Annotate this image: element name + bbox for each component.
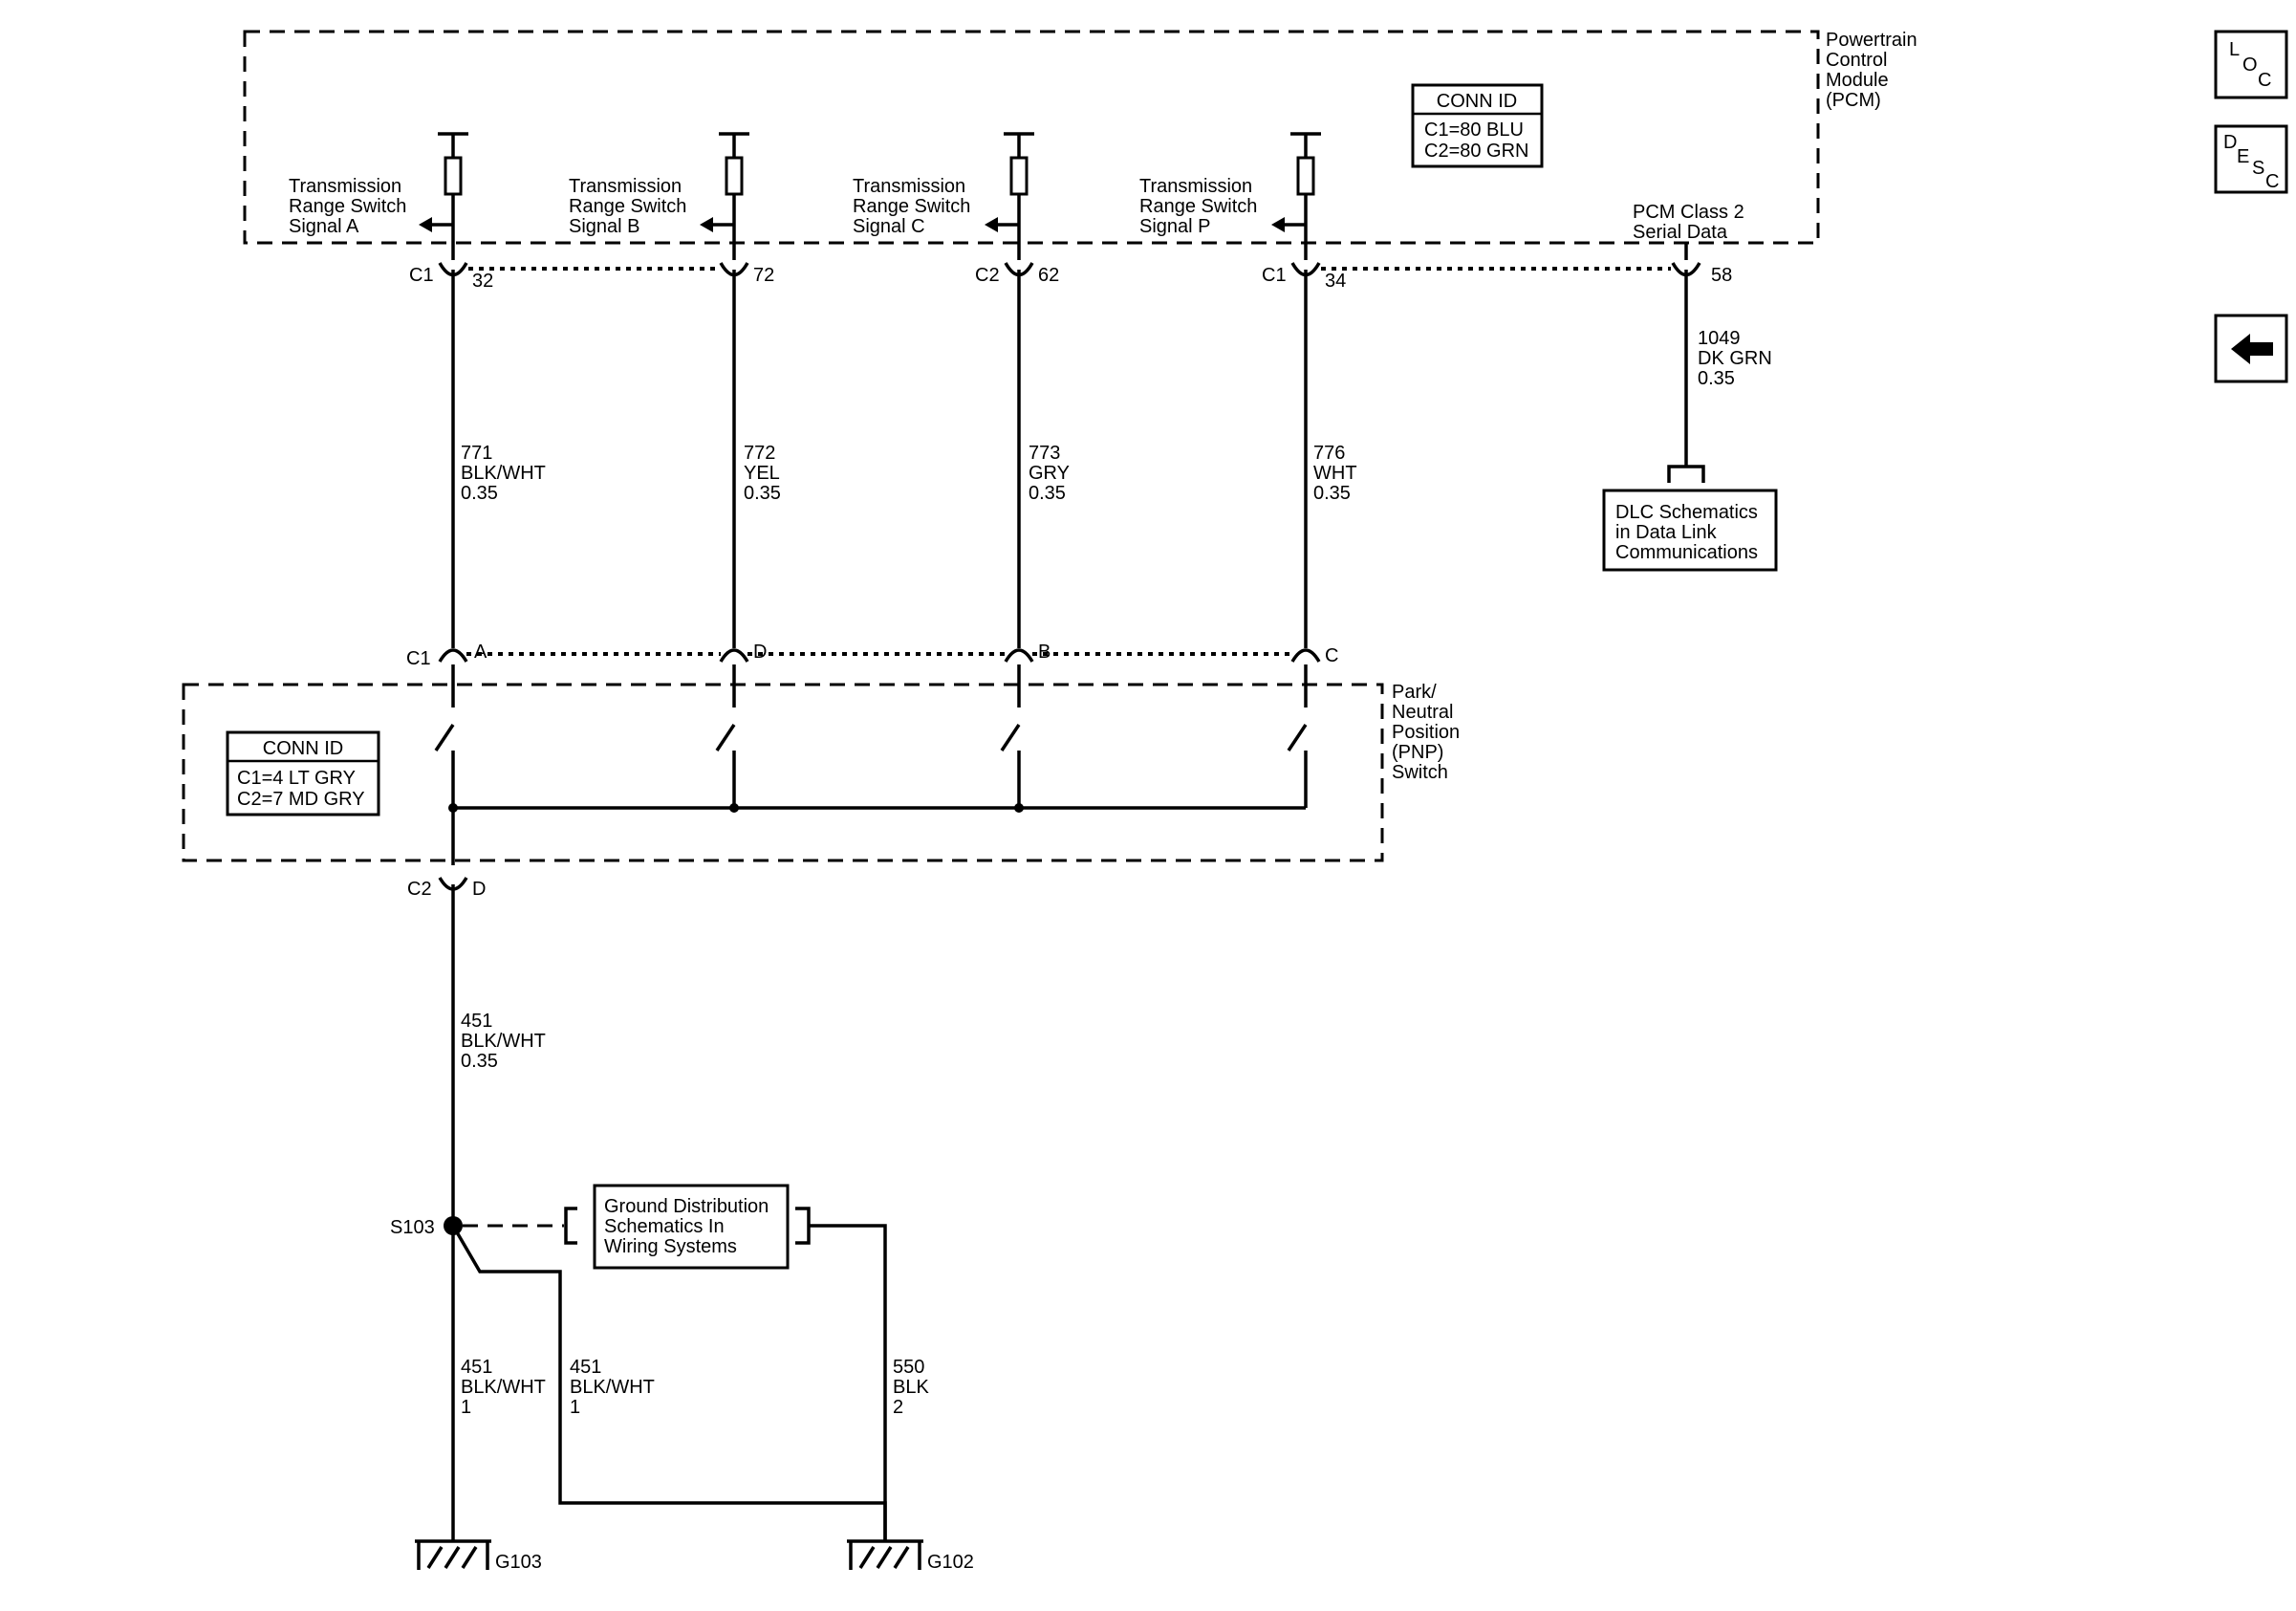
svg-text:D: D — [2223, 132, 2237, 153]
svg-text:E: E — [2237, 146, 2249, 167]
pnp-boundary — [182, 683, 1384, 862]
branch-2-label: 451 BLK/WHT 1 — [570, 1357, 660, 1418]
pnp-label: Park/ Neutral Position (PNP) Switch — [1392, 682, 1465, 783]
pcm-conn-id-c2: C2=80 GRN — [1424, 141, 1529, 162]
signal-c-conn: C2 — [975, 265, 1000, 286]
circuit-1049-label: 1049 DK GRN 0.35 — [1698, 328, 1777, 389]
left-arrow-icon — [2231, 334, 2273, 364]
signal-b-column — [700, 132, 749, 648]
serial-data-label: PCM Class 2 Serial Data — [1633, 202, 1749, 243]
splice-label: S103 — [390, 1217, 435, 1238]
signal-p-pin: 34 — [1325, 271, 1346, 292]
ground-g103-label: G103 — [495, 1552, 542, 1573]
pnp-pin-d: D — [753, 642, 767, 663]
signal-c-column — [985, 132, 1034, 648]
signal-a-label: Transmission Range Switch Signal A — [289, 176, 412, 237]
serial-pin: 58 — [1711, 265, 1732, 286]
pnp-pin-c: C — [1325, 645, 1338, 666]
svg-text:C: C — [2265, 171, 2279, 192]
ground-branches — [451, 1224, 887, 1541]
pnp-conn-label: C1 — [406, 648, 431, 669]
circuit-451-label: 451 BLK/WHT 0.35 — [461, 1011, 551, 1072]
ground-g102-icon — [847, 1539, 923, 1570]
pnp-pin-b: B — [1038, 642, 1051, 663]
pnp-c2-connector — [438, 877, 468, 1226]
pnp-conn-id-c1: C1=4 LT GRY — [237, 768, 356, 789]
ground-g102-label: G102 — [927, 1552, 974, 1573]
signal-a-pin: 32 — [472, 271, 493, 292]
signal-a-column — [419, 132, 468, 648]
pcm-conn-id-title: CONN ID — [1437, 91, 1517, 112]
desc-button[interactable]: D E S C — [2214, 124, 2288, 194]
signal-p-column — [1271, 132, 1321, 648]
signal-p-label: Transmission Range Switch Signal P — [1139, 176, 1263, 237]
pcm-conn-id-c1: C1=80 BLU — [1424, 120, 1524, 141]
svg-text:C: C — [2258, 70, 2271, 91]
signal-a-conn: C1 — [409, 265, 434, 286]
pnp-conn-id-box: CONN ID C1=4 LT GRY C2=7 MD GRY — [226, 730, 380, 816]
circuit-771-label: 771 BLK/WHT 0.35 — [461, 443, 551, 504]
ground-distribution-box[interactable]: Ground Distribution Schematics In Wiring… — [593, 1184, 790, 1270]
pnp-pin-a: A — [474, 642, 487, 663]
branch-1-label: 451 BLK/WHT 1 — [461, 1357, 551, 1418]
svg-text:S: S — [2252, 158, 2264, 179]
pnp-out-conn: C2 — [407, 879, 432, 900]
svg-text:Ground Distribution Sche: Ground Distribution Schematics In Wiring… — [604, 1196, 774, 1257]
signal-p-conn: C1 — [1262, 265, 1287, 286]
pnp-conn-id-c2: C2=7 MD GRY — [237, 789, 365, 810]
circuit-773-label: 773 GRY 0.35 — [1029, 443, 1074, 504]
serial-data-line — [1667, 243, 1705, 483]
svg-text:DLC Schematics in Data L: DLC Schematics in Data Link Communicatio… — [1615, 502, 1764, 563]
pcm-conn-id-box: CONN ID C1=80 BLU C2=80 GRN — [1411, 83, 1544, 168]
pnp-out-pin: D — [472, 879, 486, 900]
signal-c-pin: 62 — [1038, 265, 1059, 286]
signal-c-label: Transmission Range Switch Signal C — [853, 176, 976, 237]
pcm-boundary — [243, 30, 1820, 245]
branch-3-label: 550 BLK 2 — [893, 1357, 934, 1418]
loc-button[interactable]: L O C — [2214, 30, 2288, 99]
dlc-schematics-box[interactable]: DLC Schematics in Data Link Communicatio… — [1602, 489, 1778, 572]
svg-text:O: O — [2242, 54, 2258, 76]
circuit-772-label: 772 YEL 0.35 — [744, 443, 785, 504]
pnp-conn-id-title: CONN ID — [263, 738, 343, 759]
ground-g103-icon — [415, 1539, 491, 1570]
signal-b-pin: 72 — [753, 265, 774, 286]
circuit-776-label: 776 WHT 0.35 — [1313, 443, 1362, 504]
pcm-label: Powertrain Control Module (PCM) — [1826, 30, 1922, 111]
svg-text:L: L — [2229, 39, 2240, 60]
signal-b-label: Transmission Range Switch Signal B — [569, 176, 692, 237]
pnp-switches — [434, 684, 1308, 865]
pnp-c1-connector — [438, 648, 1321, 684]
back-button[interactable] — [2214, 314, 2288, 383]
